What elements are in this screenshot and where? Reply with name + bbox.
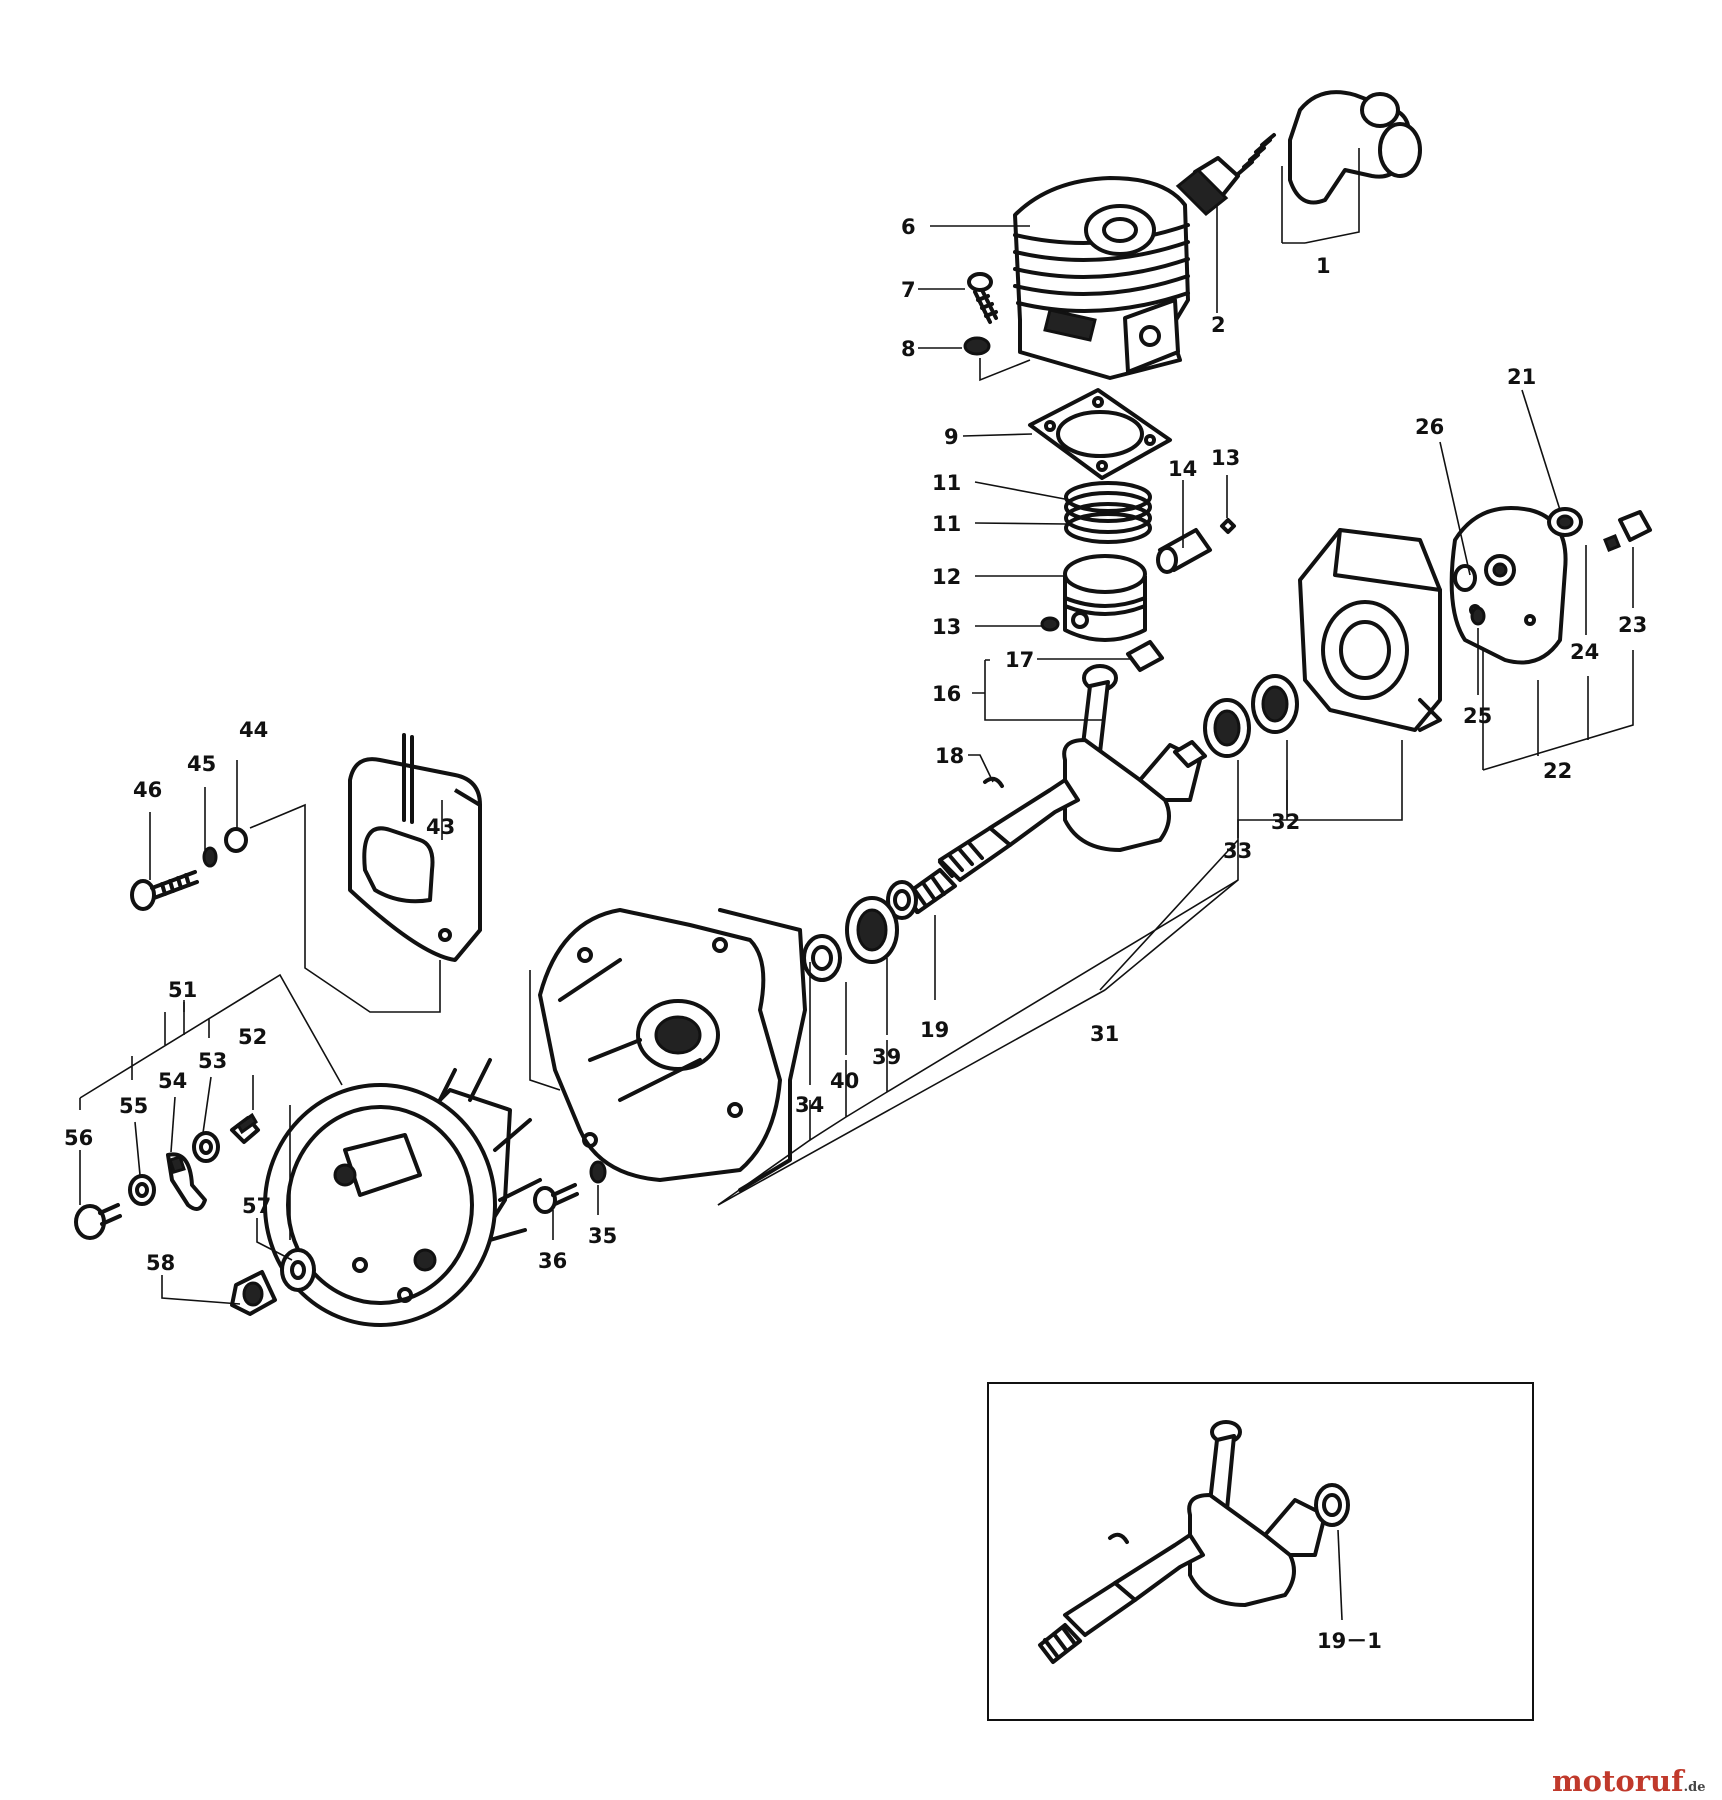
piston-drawing bbox=[1063, 554, 1147, 642]
part-label-13a: 13 bbox=[932, 615, 961, 639]
watermark-logo: motoruf.de bbox=[1552, 1764, 1706, 1798]
flywheel-drawing bbox=[263, 1058, 542, 1327]
part-label-45: 45 bbox=[187, 752, 216, 776]
part-label-32: 32 bbox=[1271, 810, 1300, 834]
part-label-14: 14 bbox=[1168, 457, 1197, 481]
part-label-24: 24 bbox=[1570, 640, 1599, 664]
part-label-57: 57 bbox=[242, 1194, 271, 1218]
part-label-7: 7 bbox=[901, 278, 916, 302]
part-label-21: 21 bbox=[1507, 365, 1536, 389]
part-label-25: 25 bbox=[1463, 704, 1492, 728]
cylinder-drawing bbox=[1013, 176, 1190, 380]
left-bearings-drawing bbox=[802, 880, 918, 982]
clutch-plate-drawing bbox=[1449, 506, 1652, 665]
part-label-19: 19 bbox=[920, 1018, 949, 1042]
part-label-52: 52 bbox=[238, 1025, 267, 1049]
part-label-19-1: 19－1 bbox=[1317, 1629, 1382, 1653]
part-label-58: 58 bbox=[146, 1251, 175, 1275]
part-label-46: 46 bbox=[133, 778, 162, 802]
right-bearings-drawing bbox=[1203, 674, 1299, 758]
part-label-33: 33 bbox=[1223, 839, 1252, 863]
part-label-16: 16 bbox=[932, 682, 961, 706]
part-label-13b: 13 bbox=[1211, 446, 1240, 470]
crankshaft-drawing bbox=[903, 664, 1207, 914]
part-label-39: 39 bbox=[872, 1045, 901, 1069]
part-label-40: 40 bbox=[830, 1069, 859, 1093]
part-label-54: 54 bbox=[158, 1069, 187, 1093]
cylinder-bolt-drawing bbox=[963, 272, 998, 356]
part-label-8: 8 bbox=[901, 337, 916, 361]
coil-screw-drawing bbox=[130, 827, 248, 911]
crankcase-screw-drawing bbox=[533, 1160, 607, 1214]
part-label-17: 17 bbox=[1005, 648, 1034, 672]
spark-plug-cap-drawing bbox=[1236, 90, 1422, 205]
piston-pin-drawing bbox=[1040, 518, 1236, 632]
leader-lines bbox=[79, 148, 1634, 1621]
part-label-55: 55 bbox=[119, 1094, 148, 1118]
part-label-34: 34 bbox=[795, 1093, 824, 1117]
part-label-36: 36 bbox=[538, 1249, 567, 1273]
crankcase-right-drawing bbox=[1298, 528, 1442, 732]
part-label-56: 56 bbox=[64, 1126, 93, 1150]
inset-box bbox=[987, 1382, 1534, 1721]
part-label-43: 43 bbox=[426, 815, 455, 839]
part-label-22: 22 bbox=[1543, 759, 1572, 783]
part-label-26: 26 bbox=[1415, 415, 1444, 439]
part-label-18: 18 bbox=[935, 744, 964, 768]
part-label-51: 51 bbox=[168, 978, 197, 1002]
part-label-12: 12 bbox=[932, 565, 961, 589]
part-label-1: 1 bbox=[1316, 254, 1331, 278]
part-label-53: 53 bbox=[198, 1049, 227, 1073]
part-label-9: 9 bbox=[944, 425, 959, 449]
part-label-6: 6 bbox=[901, 215, 916, 239]
part-label-31: 31 bbox=[1090, 1022, 1119, 1046]
part-label-11a: 11 bbox=[932, 471, 961, 495]
piston-rings-drawing bbox=[1064, 481, 1152, 544]
cylinder-gasket-drawing bbox=[1028, 388, 1172, 480]
part-labels: 1 2 6 7 8 9 11 11 12 13 13 14 16 17 18 1… bbox=[64, 215, 1647, 1653]
part-label-44: 44 bbox=[239, 718, 268, 742]
clutch-parts-drawing bbox=[74, 1112, 316, 1316]
part-label-2: 2 bbox=[1211, 313, 1226, 337]
part-label-23: 23 bbox=[1618, 613, 1647, 637]
needle-bearing-drawing bbox=[1126, 640, 1164, 672]
crankcase-left-drawing bbox=[538, 908, 807, 1192]
ignition-coil-drawing bbox=[348, 733, 482, 962]
part-label-11b: 11 bbox=[932, 512, 961, 536]
part-label-35: 35 bbox=[588, 1224, 617, 1248]
